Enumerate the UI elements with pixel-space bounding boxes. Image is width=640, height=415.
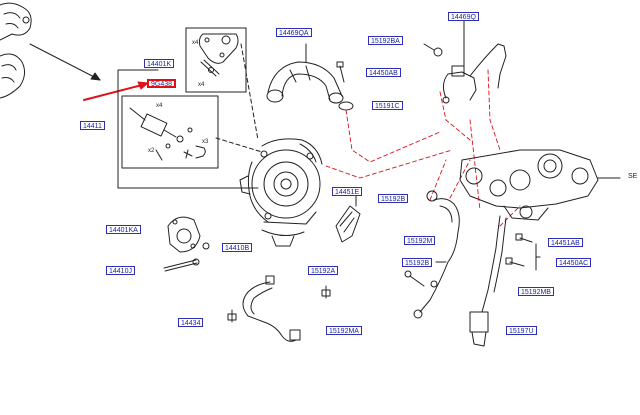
qty-x4-actuator: x4 [156,103,163,109]
callout-15192B[interactable]: 15192B [378,194,409,203]
outlet-pipe-14469qa [266,61,344,104]
bolt-14450ab [336,61,345,83]
exhaust-manifold-drawing [459,149,621,221]
sensor-14469q [442,43,507,104]
heat-shield-14451e [335,205,361,243]
callout-14411[interactable]: 14411 [80,121,105,130]
callout-15191C[interactable]: 15191C [372,101,403,110]
gasket-15191c [338,101,354,111]
callout-15197U[interactable]: 15197U [506,326,537,335]
callout-14401K[interactable]: 14401K [144,59,175,68]
qty-x4-stud: x4 [198,82,205,88]
edge-label-se: SE [628,173,638,180]
actuator-kit-drawing [129,107,206,161]
callout-14451AB[interactable]: 14451AB [548,238,583,247]
fastener-15192b-lower [404,270,425,287]
callout-15192BA[interactable]: 15192BA [368,36,403,45]
callout-15192B-lower[interactable]: 15192B [402,258,433,267]
callout-14469QA[interactable]: 14469QA [276,28,312,37]
callout-14450AC[interactable]: 14450AC [556,258,592,267]
callout-14469Q[interactable]: 14469Q [448,12,479,21]
bolt-14450ac [505,257,525,267]
callout-14434[interactable]: 14434 [178,318,204,327]
bolt-15192ba [423,43,443,57]
qty-x2: x2 [148,148,155,154]
qty-x3: x3 [202,139,209,145]
gasket-flange-drawing [198,33,239,77]
stud-14410j [163,258,200,272]
engine-block-partial-drawing [0,2,32,99]
callout-14450AB[interactable]: 14450AB [366,68,401,77]
callout-15192M[interactable]: 15192M [404,236,436,245]
assembly-bracket-14411 [117,69,259,189]
callout-14410J[interactable]: 14410J [106,266,135,275]
callout-14401KA[interactable]: 14401KA [106,225,141,234]
oil-pipe-15192mb [469,215,507,347]
callout-15192MB[interactable]: 15192MB [518,287,554,296]
nut-14410b [202,242,210,250]
callout-14451E[interactable]: 14451E [332,187,363,196]
callout-15192A[interactable]: 15192A [308,266,339,275]
gasket-plate-14401ka [167,216,201,253]
pointer-arrow-black [29,43,101,81]
turbocharger-main-drawing [239,138,323,247]
bolt-14434 [227,309,237,323]
oil-pipe-15192m [413,190,460,319]
gasket-kit-box [185,27,247,93]
actuator-kit-box [121,95,219,169]
callout-9G438[interactable]: 9G438 [147,79,177,88]
qty-x4-gasket: x4 [192,40,199,46]
bolt-14451ab [515,233,533,243]
callout-15192MA[interactable]: 15192MA [326,326,362,335]
bolt-15192a [321,285,331,299]
callout-14410B[interactable]: 14410B [222,243,253,252]
pointer-arrow-red [83,83,147,101]
oil-pipe-15192ma [242,275,301,342]
